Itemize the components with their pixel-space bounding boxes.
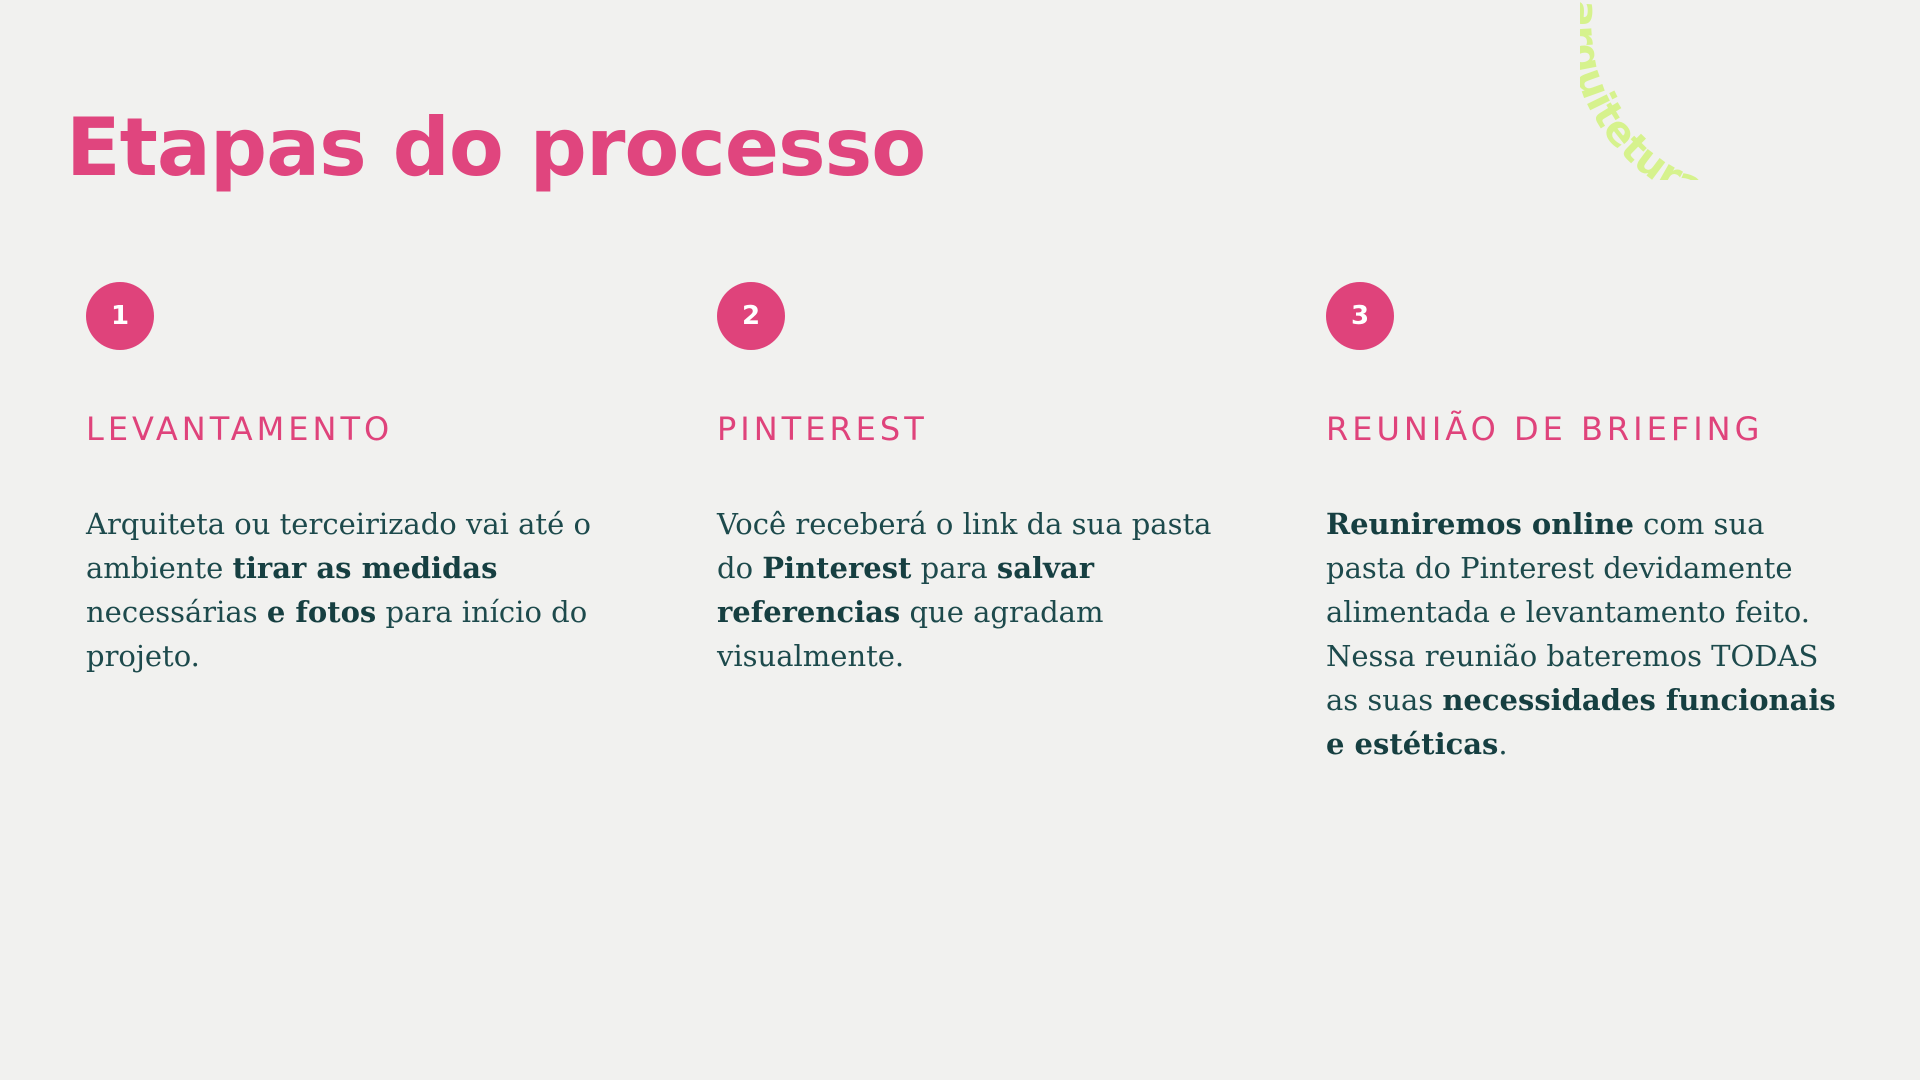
step-number-badge: 1: [86, 282, 154, 350]
step-heading: REUNIÃO DE BRIEFING: [1326, 410, 1764, 448]
step-number-badge: 2: [717, 282, 785, 350]
step-pinterest: 2 PINTEREST Você receberá o link da sua …: [717, 282, 1237, 678]
decorative-circular-text: i arquitetura • co: [1580, 0, 1920, 180]
page-title: Etapas do processo: [66, 101, 926, 194]
step-reuniao-de-briefing: 3 REUNIÃO DE BRIEFING Reuniremos online …: [1326, 282, 1846, 766]
step-heading: PINTEREST: [717, 410, 928, 448]
step-description: Reuniremos online com sua pasta do Pinte…: [1326, 507, 1836, 762]
step-levantamento: 1 LEVANTAMENTO Arquiteta ou terceirizado…: [86, 282, 606, 678]
step-description: Arquiteta ou terceirizado vai até o ambi…: [86, 507, 591, 674]
step-description: Você receberá o link da sua pasta do Pin…: [717, 507, 1212, 674]
decorative-text: i arquitetura • co: [1580, 0, 1802, 180]
step-heading: LEVANTAMENTO: [86, 410, 394, 448]
step-number-badge: 3: [1326, 282, 1394, 350]
